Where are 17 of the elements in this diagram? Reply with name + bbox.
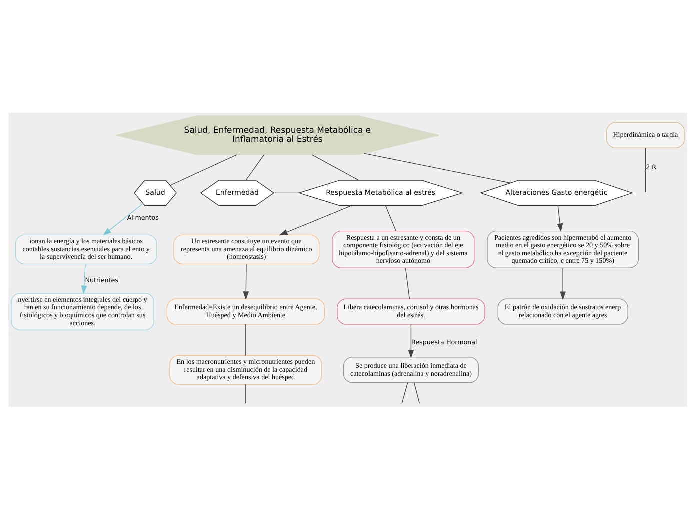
connector <box>364 153 512 184</box>
arrow <box>560 268 566 300</box>
arrow <box>279 206 352 236</box>
connector <box>386 206 396 232</box>
arrow <box>243 264 250 300</box>
connector <box>414 382 420 404</box>
arrow <box>408 324 414 358</box>
arrow <box>557 206 564 232</box>
connector <box>312 154 359 181</box>
connector <box>645 148 646 193</box>
arrow <box>81 264 88 294</box>
connector <box>246 154 265 181</box>
arrow <box>102 203 144 236</box>
connector <box>405 268 410 300</box>
connector <box>274 192 300 194</box>
connector <box>170 154 238 186</box>
connector <box>402 382 408 404</box>
